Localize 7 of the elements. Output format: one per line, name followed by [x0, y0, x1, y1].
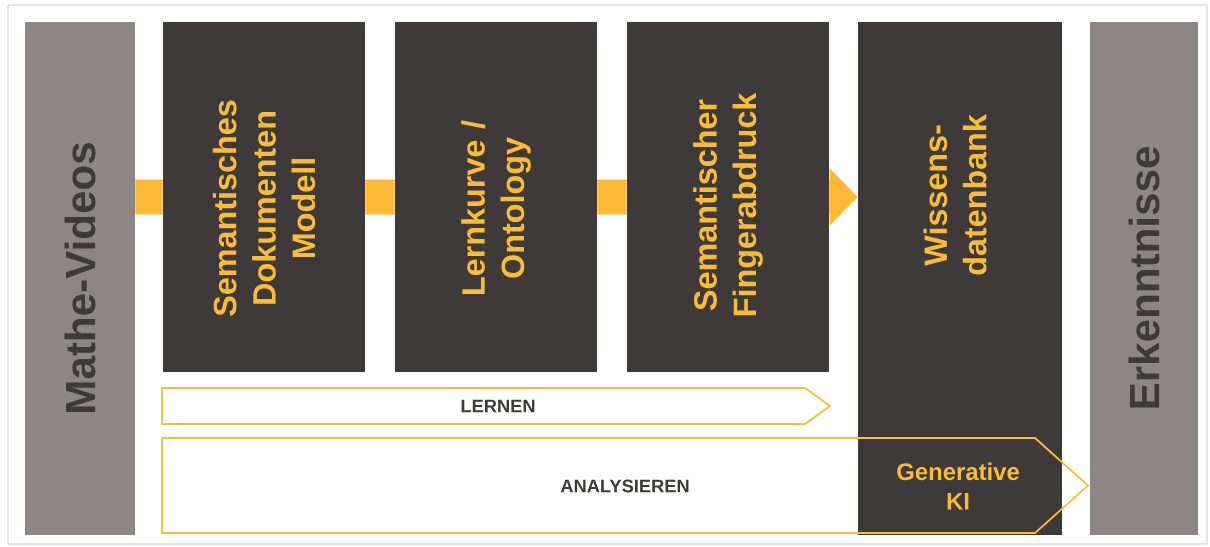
process-box: Semantischer Fingerabdruck — [627, 22, 829, 372]
chevron-band: LERNEN — [161, 387, 832, 425]
side-box: Erkenntnisse — [1090, 22, 1198, 535]
process-box: Lernkurve / Ontology — [395, 22, 597, 372]
process-box: Semantisches Dokumenten Modell — [163, 22, 365, 372]
box-label: Generative KI — [897, 462, 1019, 510]
side-box: Mathe-Videos — [25, 22, 135, 535]
